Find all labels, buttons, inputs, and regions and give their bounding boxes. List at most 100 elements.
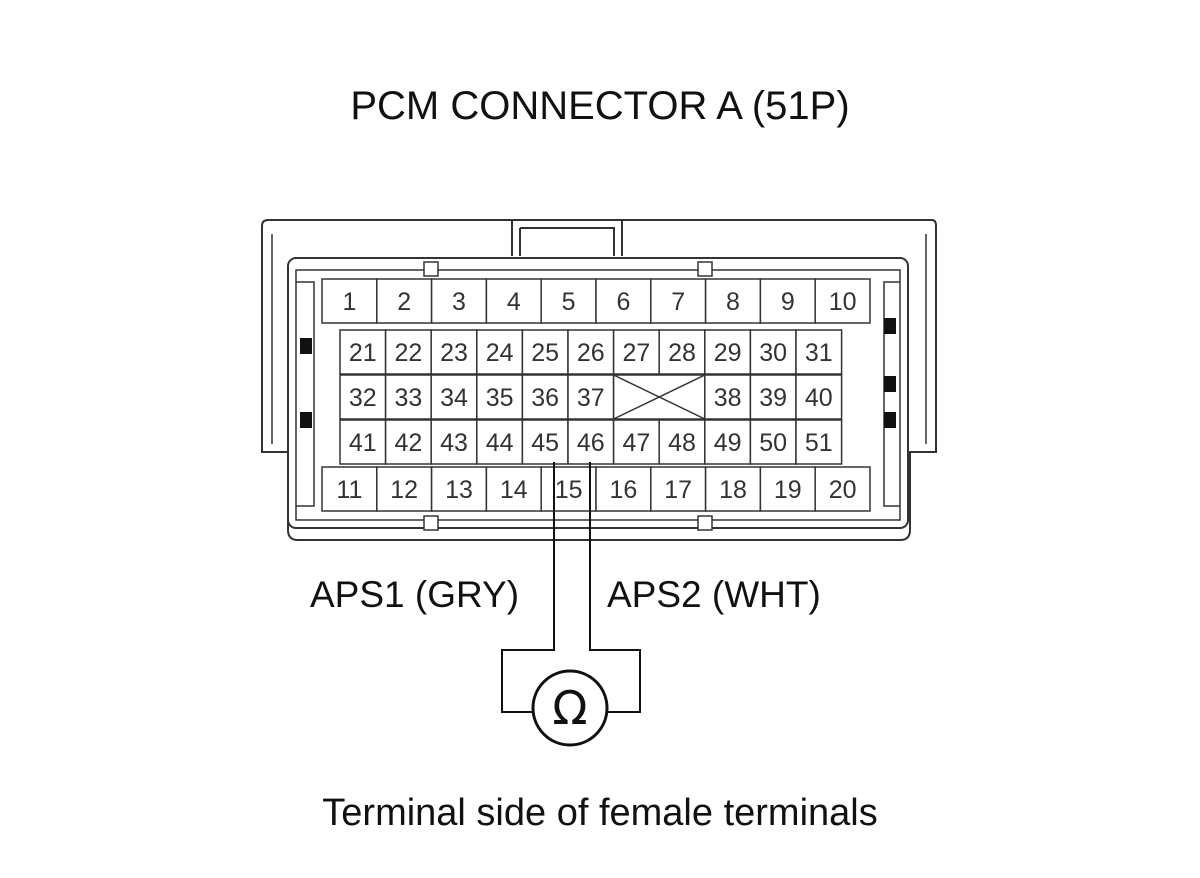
aps2-wire-label: APS2 (WHT) [607, 574, 821, 615]
pin-cell [321, 466, 378, 512]
pin-36: 36 [521, 374, 569, 420]
blank-cavity-cross [613, 374, 706, 420]
pin-number: 27 [622, 339, 650, 367]
pin-number: 38 [714, 384, 742, 412]
pin-number: 25 [531, 339, 559, 367]
pin-number: 9 [781, 288, 795, 316]
pin-cell [430, 419, 478, 465]
pin-41: 41 [339, 419, 387, 465]
pin-38: 38 [704, 374, 752, 420]
pin-number: 6 [616, 288, 630, 316]
pin-number: 49 [714, 429, 742, 457]
pin-49: 49 [704, 419, 752, 465]
pin-number: 13 [445, 476, 473, 504]
pin-47: 47 [612, 419, 660, 465]
pin-cell [749, 419, 797, 465]
pin-cell [612, 419, 660, 465]
connector-inner-frame [287, 257, 909, 529]
pin-number: 18 [719, 476, 747, 504]
pin-34: 34 [430, 374, 478, 420]
pin-42: 42 [384, 419, 432, 465]
pin-blank-row3-6 [612, 374, 706, 420]
pin-37: 37 [567, 374, 615, 420]
pin-4: 4 [485, 278, 542, 324]
pin-number: 30 [759, 339, 787, 367]
pin-number: 3 [452, 288, 466, 316]
pin-5: 5 [540, 278, 597, 324]
pin-12: 12 [376, 466, 433, 512]
pin-22: 22 [384, 329, 432, 375]
pin-cell [521, 419, 569, 465]
pin-number: 10 [829, 288, 857, 316]
pin-32: 32 [339, 374, 387, 420]
pin-number: 45 [531, 429, 559, 457]
aps1-wire-label: APS1 (GRY) [310, 574, 520, 615]
pin-51: 51 [795, 419, 843, 465]
pin-40: 40 [795, 374, 843, 420]
pin-24: 24 [476, 329, 524, 375]
pin-cell [430, 329, 478, 375]
pin-number: 14 [500, 476, 528, 504]
pin-8: 8 [704, 278, 762, 324]
pin-cell [430, 278, 488, 324]
connector-housing-outline [261, 219, 937, 541]
pin-number: 22 [394, 339, 422, 367]
pin-number: 44 [486, 429, 514, 457]
pin-number: 8 [726, 288, 740, 316]
pin-cell [521, 374, 569, 420]
pin-number: 32 [349, 384, 377, 412]
pin-number: 29 [714, 339, 742, 367]
pin-cell [704, 329, 752, 375]
pin-cell [384, 374, 432, 420]
pin-21: 21 [339, 329, 387, 375]
pin-cell [759, 278, 816, 324]
pin-cell [658, 329, 706, 375]
pin-1: 1 [321, 278, 378, 324]
pin-cell [704, 466, 762, 512]
pin-cell [650, 278, 707, 324]
pin-number: 47 [622, 429, 650, 457]
pin-15: 15 [540, 466, 597, 512]
pin-number: 33 [394, 384, 422, 412]
pin-28: 28 [658, 329, 706, 375]
pin-number: 36 [531, 384, 559, 412]
pin-cell [476, 419, 524, 465]
pin-19: 19 [759, 466, 816, 512]
pin-cell [540, 278, 597, 324]
pin-3: 3 [430, 278, 488, 324]
pin-cell [595, 466, 652, 512]
pin-cell [540, 466, 597, 512]
pin-cell [795, 374, 843, 420]
pin-number: 20 [829, 476, 857, 504]
pin-35: 35 [476, 374, 524, 420]
pin-number: 19 [774, 476, 802, 504]
pin-39: 39 [749, 374, 797, 420]
pin-cell [704, 374, 752, 420]
pin-7: 7 [650, 278, 707, 324]
pin-cell [384, 329, 432, 375]
pin-number: 50 [759, 429, 787, 457]
lock-marker-left-2 [300, 412, 312, 428]
pin-number: 1 [342, 288, 356, 316]
pin-14: 14 [485, 466, 542, 512]
pin-number: 48 [668, 429, 696, 457]
pin-number: 5 [562, 288, 576, 316]
pin-cell [749, 329, 797, 375]
pin-45: 45 [521, 419, 569, 465]
pin-cell [521, 329, 569, 375]
aps2-wire [589, 462, 641, 713]
pin-number: 34 [440, 384, 468, 412]
pin-cell [795, 419, 843, 465]
pin-number: 15 [555, 476, 583, 504]
ohm-icon: Ω [552, 681, 587, 735]
pin-number: 24 [486, 339, 514, 367]
pin-44: 44 [476, 419, 524, 465]
lock-marker-right-3 [884, 412, 896, 428]
pin-number: 21 [349, 339, 377, 367]
pin-43: 43 [430, 419, 478, 465]
pin-10: 10 [814, 278, 871, 324]
pin-number: 12 [390, 476, 418, 504]
pin-number: 11 [336, 476, 362, 504]
